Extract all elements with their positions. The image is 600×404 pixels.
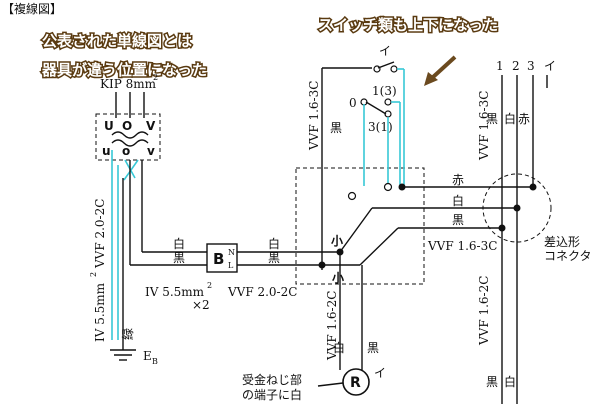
col-1-label: 1 xyxy=(496,59,504,73)
cable-iv-label: IV 5.5mm xyxy=(93,282,107,342)
terminal-v2: v xyxy=(147,144,155,158)
wire-label-black-3: 黒 xyxy=(330,121,342,135)
wire-label-white-4: 白 xyxy=(333,340,345,355)
transformer-label-sup: 2 xyxy=(153,73,158,82)
breaker: B N L xyxy=(206,243,238,273)
outlet-box xyxy=(295,167,425,285)
wire-label-white-2: 白 xyxy=(268,236,280,251)
switch-i-label: イ xyxy=(379,44,391,58)
terminal-o2: o xyxy=(122,144,130,158)
col-3-label: 3 xyxy=(527,59,535,73)
earth-label-sub: B xyxy=(152,357,158,366)
arrow-icon xyxy=(424,55,457,86)
iv-bottom-sup: 2 xyxy=(207,281,212,290)
switch-0-label: 0 xyxy=(349,96,357,110)
col-i-label: イ xyxy=(544,59,556,73)
wire-label-black-7: 黒 xyxy=(486,375,498,389)
iv-bottom-label: IV 5.5mm xyxy=(145,285,205,299)
wire-label-red-2: 赤 xyxy=(518,112,530,126)
wire-label-black-1: 黒 xyxy=(173,251,185,265)
transformer-label: KIP 8mm xyxy=(100,77,157,91)
switch-31-label: 3(1) xyxy=(368,120,393,134)
push-in-connector xyxy=(482,173,552,243)
cable-right-top-label: VVF 1.6-3C xyxy=(477,91,491,161)
wire-label-white-6: 白 xyxy=(504,374,516,389)
screw-note-2: の端子に白 xyxy=(242,387,302,402)
earth-label: E xyxy=(143,349,152,363)
cable-switch-label: VVF 1.6-3C xyxy=(307,81,321,151)
cable-iv-sup: 2 xyxy=(89,272,98,277)
sleeve-small-1: 小 xyxy=(331,233,343,248)
breaker-l: L xyxy=(228,261,234,270)
switch-13-label: 1(3) xyxy=(372,84,397,98)
wire-label-black-6: 黒 xyxy=(486,112,498,126)
wire-label-white-1: 白 xyxy=(173,236,185,251)
cable-middle-label: VVF 2.0-2C xyxy=(227,285,297,299)
lamp-i-label: イ xyxy=(374,366,386,380)
callout-left-line-1: 公表された単線図とは xyxy=(42,32,192,50)
wire-label-red: 赤 xyxy=(452,173,464,187)
cable-right-bottom-label: VVF 1.6-2C xyxy=(477,276,491,346)
three-way-switch: 0 1(3) 3(1) xyxy=(349,84,397,134)
wire-label-black-5: 黒 xyxy=(367,341,379,355)
terminal-u2: u xyxy=(102,144,111,158)
earth-symbol xyxy=(110,345,136,361)
connector-label-2: コネクタ xyxy=(544,249,592,263)
terminal-v: V xyxy=(146,119,156,133)
terminal-u: U xyxy=(104,119,114,133)
col-2-label: 2 xyxy=(512,59,520,73)
breaker-n: N xyxy=(228,248,235,257)
cable-left-label: VVF 2.0-2C xyxy=(93,199,107,269)
cable-right-mid-label: VVF 1.6-3C xyxy=(427,239,497,253)
transformer: KIP 8mm 2 U O V u o v xyxy=(95,73,161,161)
cable-lamp-label: VVF 1.6-2C xyxy=(325,291,339,361)
lamp-label: R xyxy=(350,375,361,391)
green-wire-label: 緑 xyxy=(120,328,135,340)
breaker-label: B xyxy=(213,250,224,268)
wire-label-black-4: 黒 xyxy=(452,213,464,227)
screw-note-1: 受金ねじ部 xyxy=(242,372,302,387)
lamp: R イ xyxy=(342,366,386,396)
wire-label-white-3: 白 xyxy=(452,193,464,208)
switch-i: イ xyxy=(373,44,398,73)
transformer-box xyxy=(95,113,161,161)
diagram-heading: 【複線図】 xyxy=(2,1,62,16)
wire-label-black-2: 黒 xyxy=(268,251,280,265)
terminal-o: O xyxy=(122,119,132,133)
wire-label-white-5: 白 xyxy=(504,111,516,126)
connector-label-1: 差込形 xyxy=(544,235,580,249)
iv-bottom-count: ×2 xyxy=(192,298,210,312)
callout-left-line-2: 器具が違う位置になった xyxy=(41,61,207,79)
callout-right: スイッチ類も上下になった xyxy=(318,16,498,34)
sleeve-small-2: 小 xyxy=(332,270,344,285)
